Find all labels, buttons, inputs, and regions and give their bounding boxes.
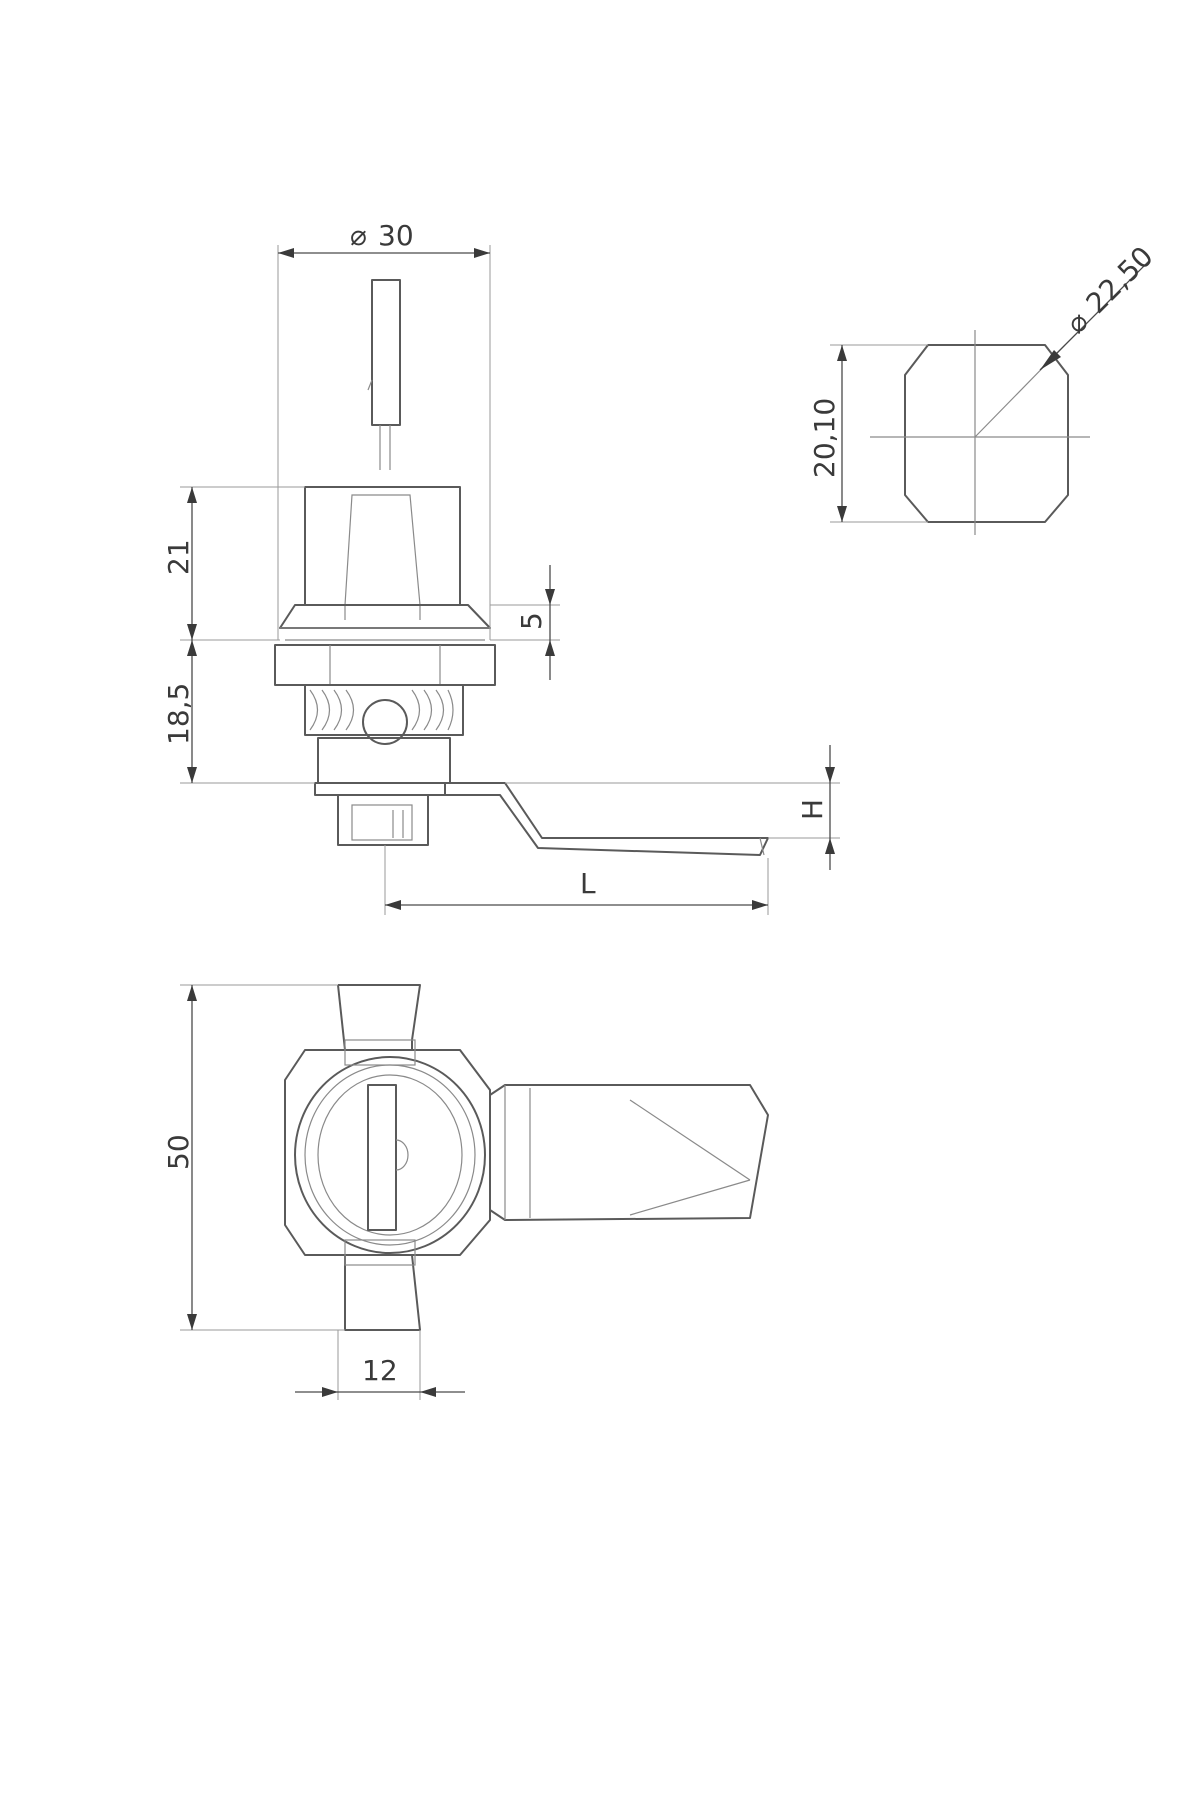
dim-label-12: 12 <box>362 1354 398 1387</box>
dim-label-21: 21 <box>162 539 195 575</box>
dim-label-L: L <box>580 867 596 900</box>
dim-label-30: 30 <box>378 219 414 252</box>
lever-side <box>445 782 769 856</box>
diameter-symbol: ⌀ <box>350 219 367 252</box>
dim-lever-L: L <box>384 845 769 915</box>
dim-label-H: H <box>796 799 829 820</box>
lever-top <box>489 1084 769 1221</box>
dim-thread-18-5: 18,5 <box>162 640 315 784</box>
dim-label-20-10: 20,10 <box>808 398 841 478</box>
dim-label-22-50: 22,50 <box>1080 240 1160 320</box>
key <box>367 279 401 470</box>
hex-nut <box>274 644 496 686</box>
diameter-symbol-cutout: ⌀ <box>1060 305 1095 340</box>
cylinder-head <box>304 486 461 620</box>
lower-body <box>314 737 451 796</box>
dim-label-5: 5 <box>515 612 548 630</box>
dim-flange-5: 5 <box>490 565 560 680</box>
thread-body <box>304 684 464 745</box>
top-view: 50 12 <box>162 984 769 1400</box>
dim-label-18-5: 18,5 <box>162 683 195 745</box>
dim-lever-H: H <box>505 745 840 870</box>
dim-height-21: 21 <box>162 486 305 641</box>
dim-diameter-30: ⌀ 30 <box>277 219 491 640</box>
cutout-view: ⌀ 22,50 20,10 <box>808 240 1160 535</box>
dim-label-50: 50 <box>162 1134 195 1170</box>
front-view: ⌀ 30 21 5 18,5 <box>162 219 840 915</box>
shaft <box>337 794 429 846</box>
flange <box>279 604 491 641</box>
